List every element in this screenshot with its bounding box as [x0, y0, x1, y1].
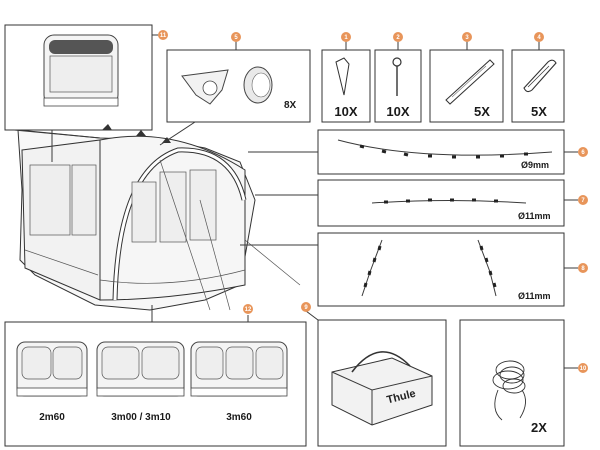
pole-8-part: Ø11mm	[317, 232, 565, 307]
svg-text:5X: 5X	[474, 104, 490, 119]
svg-text:9: 9	[304, 305, 308, 311]
svg-text:Ø9mm: Ø9mm	[521, 160, 549, 170]
front-panels-sizes: 2m60 3m00 / 3m10 3m60	[4, 321, 307, 447]
panel-2m60: 2m60	[16, 341, 88, 423]
svg-text:3m60: 3m60	[226, 412, 252, 423]
svg-text:3: 3	[465, 35, 469, 41]
svg-text:2m60: 2m60	[39, 412, 65, 423]
pole-6-part: Ø9mm	[317, 129, 565, 175]
svg-text:5X: 5X	[531, 104, 547, 119]
svg-text:8: 8	[581, 266, 585, 272]
carry-bag-part: Thule	[317, 319, 447, 447]
guy-ropes-part: 2X	[459, 319, 565, 447]
callout-4: 4	[534, 32, 544, 42]
callout-9: 9	[301, 302, 311, 312]
panel-3m00-3m10: 3m00 / 3m10	[96, 341, 185, 423]
bands-part: 5X	[511, 49, 565, 123]
straps-part: 5X	[429, 49, 504, 123]
svg-text:11: 11	[160, 33, 167, 39]
svg-text:Ø11mm: Ø11mm	[518, 211, 551, 221]
svg-text:2X: 2X	[531, 420, 547, 435]
svg-text:2: 2	[396, 35, 400, 41]
callout-5: 5	[231, 32, 241, 42]
svg-text:Ø11mm: Ø11mm	[518, 291, 551, 301]
svg-text:7: 7	[581, 198, 585, 204]
callout-10: 10	[578, 363, 588, 373]
clips-part: 8X	[166, 49, 311, 123]
panel-3m60: 3m60	[190, 341, 288, 423]
svg-text:8X: 8X	[284, 100, 297, 111]
pegs-part: 10X	[321, 49, 371, 123]
svg-text:12: 12	[245, 307, 252, 313]
callout-3: 3	[462, 32, 472, 42]
svg-text:1: 1	[344, 35, 348, 41]
front-panel-part	[4, 24, 153, 131]
svg-text:10: 10	[580, 366, 587, 372]
callout-1: 1	[341, 32, 351, 42]
svg-text:5: 5	[234, 35, 238, 41]
hooks-part: 10X	[374, 49, 422, 123]
callout-12: 12	[243, 304, 253, 314]
callout-8: 8	[578, 263, 588, 273]
callout-11: 11	[158, 30, 168, 40]
svg-text:4: 4	[537, 35, 541, 41]
callout-2: 2	[393, 32, 403, 42]
pole-7-part: Ø11mm	[317, 179, 565, 227]
svg-text:6: 6	[581, 150, 585, 156]
awning-illustration	[13, 124, 301, 311]
svg-text:10X: 10X	[334, 104, 357, 119]
callout-6: 6	[578, 147, 588, 157]
svg-text:10X: 10X	[386, 104, 409, 119]
svg-text:3m00 / 3m10: 3m00 / 3m10	[111, 412, 171, 423]
callout-7: 7	[578, 195, 588, 205]
